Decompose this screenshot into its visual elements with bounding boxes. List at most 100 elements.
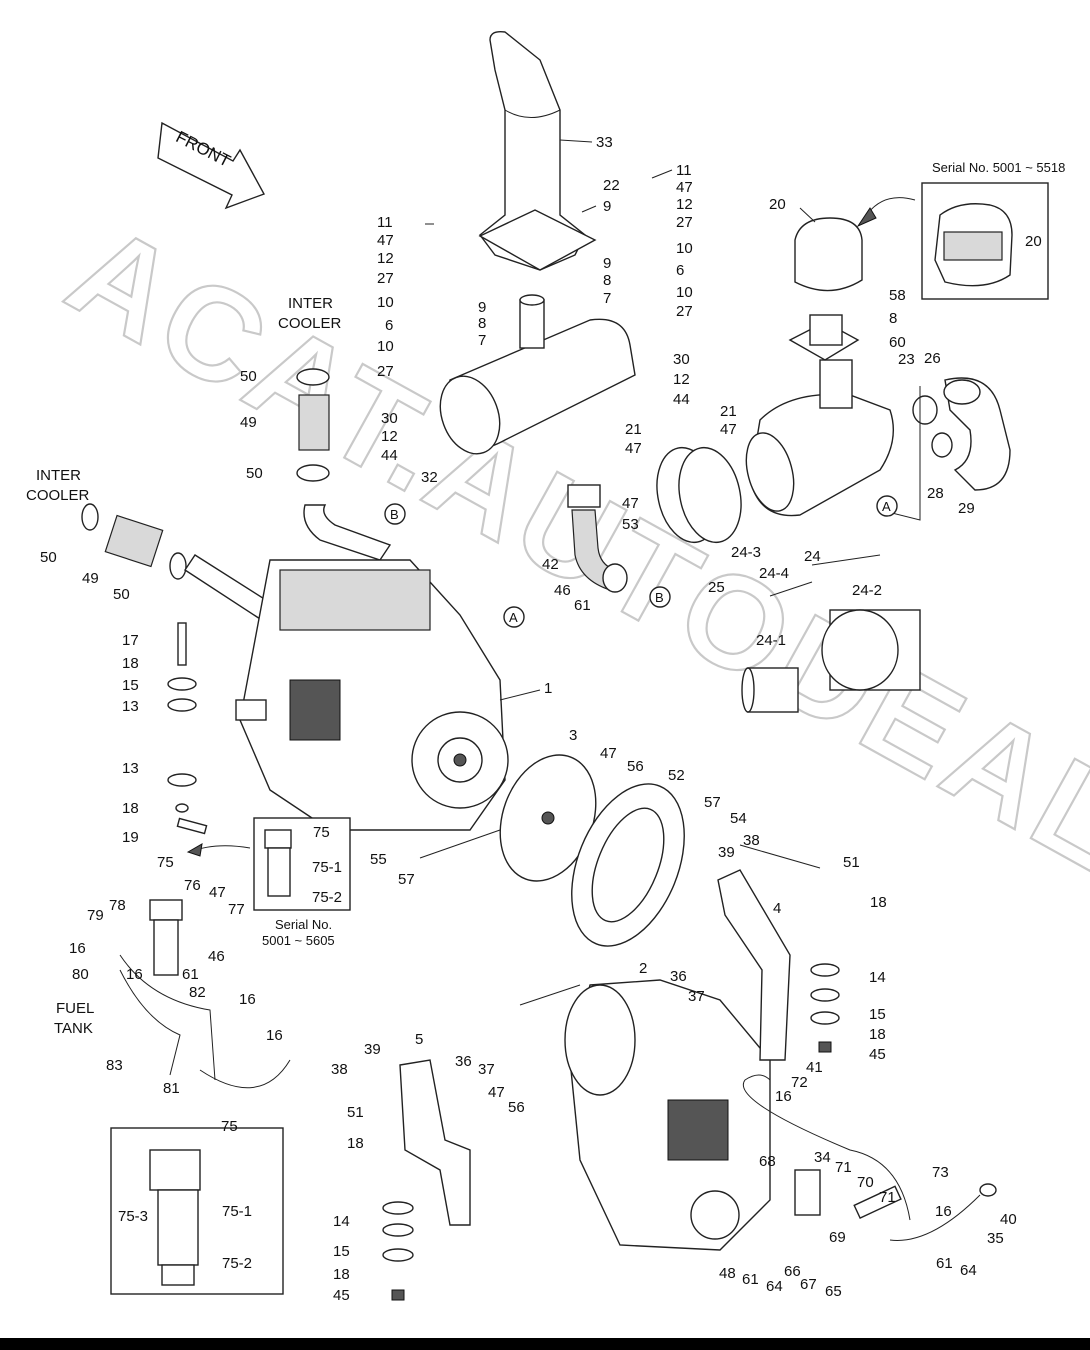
part-labels: 33 22 9 11 47 12 27 10 6 9 8 7 10 27 11 … [40, 134, 1017, 1304]
label-42: 42 [542, 556, 559, 573]
label-7-left: 7 [478, 332, 486, 349]
label-81: 81 [163, 1080, 180, 1097]
label-64-b: 64 [766, 1278, 783, 1295]
mount-stack-left [167, 622, 208, 835]
label-45-b: 45 [333, 1287, 350, 1304]
label-28: 28 [927, 485, 944, 502]
label-39-b: 39 [364, 1041, 381, 1058]
label-54: 54 [730, 810, 747, 827]
label-27-left2: 27 [377, 363, 394, 380]
label-27-left: 27 [377, 270, 394, 287]
inset-filter-75-2: 75-2 [222, 1255, 252, 1272]
serial-filter-line2: 5001 ~ 5605 [262, 933, 335, 948]
intercooler-upper-l1: INTER [288, 295, 333, 312]
label-46: 46 [554, 582, 571, 599]
label-7: 7 [603, 290, 611, 307]
serial-box-fuelfilter [186, 817, 351, 911]
label-3: 3 [569, 727, 577, 744]
label-61-b: 61 [742, 1271, 759, 1288]
label-16-ff: 16 [69, 940, 86, 957]
label-70: 70 [857, 1174, 874, 1191]
label-34: 34 [814, 1149, 831, 1166]
label-32: 32 [421, 469, 438, 486]
label-16-ff3: 16 [239, 991, 256, 1008]
label-47-turbo: 47 [622, 495, 639, 512]
label-24-4: 24-4 [759, 565, 789, 582]
label-20: 20 [769, 196, 786, 213]
label-82: 82 [189, 984, 206, 1001]
label-41: 41 [806, 1059, 823, 1076]
bracket-4 [717, 869, 791, 1061]
label-14-r: 14 [869, 969, 886, 986]
label-36: 36 [670, 968, 687, 985]
label-30-left: 30 [381, 410, 398, 427]
label-13b: 13 [122, 760, 139, 777]
label-69: 69 [829, 1229, 846, 1246]
label-10-left2: 10 [377, 338, 394, 355]
fuel-tank-l2: TANK [54, 1020, 93, 1037]
label-77: 77 [228, 901, 245, 918]
label-6: 6 [676, 262, 684, 279]
label-14-b: 14 [333, 1213, 350, 1230]
label-4: 4 [773, 900, 781, 917]
serial-box-aircleaner [856, 182, 1049, 300]
inset-filter-75-1: 75-1 [222, 1203, 252, 1220]
label-47-ff: 47 [209, 884, 226, 901]
inset-filter-title: 75 [221, 1118, 238, 1135]
mount-stack-right [810, 963, 840, 1053]
intercooler-upper-l2: COOLER [278, 315, 342, 332]
label-45-r: 45 [869, 1046, 886, 1063]
label-55: 55 [370, 851, 387, 868]
label-12: 12 [676, 196, 693, 213]
label-37-b: 37 [478, 1061, 495, 1078]
label-5: 5 [415, 1031, 423, 1048]
label-50-left2: 50 [113, 586, 130, 603]
front-arrow: FRONT [157, 121, 266, 210]
label-8-ac: 8 [889, 310, 897, 327]
label-58: 58 [889, 287, 906, 304]
serial-filter-75: 75 [313, 824, 330, 841]
label-33: 33 [596, 134, 613, 151]
label-71: 71 [835, 1159, 852, 1176]
label-27b: 27 [676, 303, 693, 320]
filter-elements [741, 609, 921, 713]
label-51-b: 51 [347, 1104, 364, 1121]
label-2: 2 [639, 960, 647, 977]
label-16-ol: 16 [935, 1203, 952, 1220]
label-50-up2: 50 [246, 465, 263, 482]
label-6-left: 6 [385, 317, 393, 334]
label-11: 11 [676, 162, 692, 179]
label-24-2: 24-2 [852, 582, 882, 599]
turbo-elbow [567, 484, 628, 593]
label-71b: 71 [879, 1189, 896, 1206]
label-18: 18 [122, 655, 139, 672]
label-46-ff: 46 [208, 948, 225, 965]
label-47-left: 47 [377, 232, 394, 249]
label-56: 56 [627, 758, 644, 775]
ref-circles: B A B A [384, 495, 898, 628]
bottom-border [0, 1338, 1090, 1350]
label-60: 60 [889, 334, 906, 351]
label-17: 17 [122, 632, 139, 649]
label-29: 29 [958, 500, 975, 517]
label-38: 38 [743, 832, 760, 849]
serial-filter-line1: Serial No. [275, 917, 332, 932]
label-51: 51 [843, 854, 860, 871]
label-52: 52 [668, 767, 685, 784]
label-11-left: 11 [377, 214, 393, 231]
label-61-ff: 61 [182, 966, 199, 983]
exhaust-stack [478, 30, 597, 271]
label-23: 23 [898, 351, 915, 368]
label-9-left: 9 [478, 299, 486, 316]
label-50-left: 50 [40, 549, 57, 566]
air-cleaner [745, 217, 895, 517]
label-61: 61 [574, 597, 591, 614]
label-15: 15 [122, 677, 139, 694]
transmission [564, 979, 771, 1251]
intercooler-left-l1: INTER [36, 467, 81, 484]
intercooler-hose-upper [296, 368, 392, 561]
label-26: 26 [924, 350, 941, 367]
label-36-b: 36 [455, 1053, 472, 1070]
flywheel-housing [499, 754, 685, 947]
label-83: 83 [106, 1057, 123, 1074]
